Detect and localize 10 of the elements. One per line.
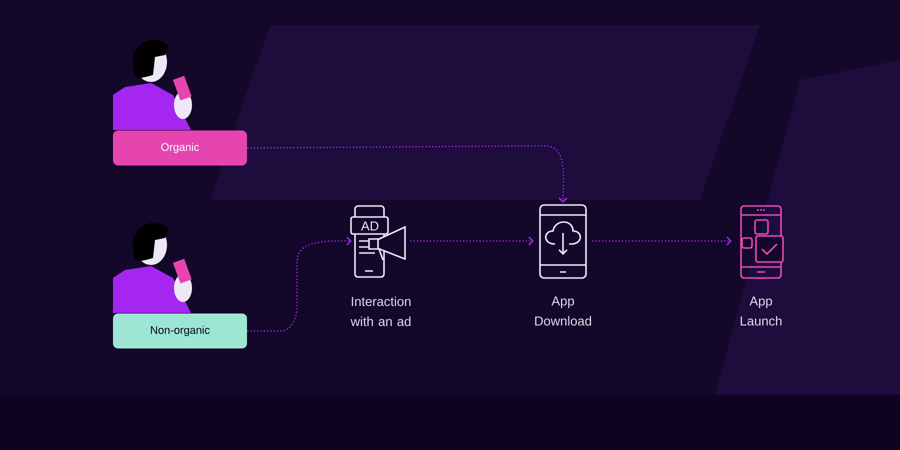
category-box: Organic xyxy=(113,130,247,166)
arrow xyxy=(592,236,732,246)
icon-caption: App Launch xyxy=(740,296,782,326)
arrow xyxy=(247,236,352,332)
icon-caption: Interaction with an ad xyxy=(350,296,410,326)
category-box: Non-organic xyxy=(113,314,247,348)
arrow xyxy=(247,145,568,203)
app-phone-icon xyxy=(740,205,784,279)
icon-caption: App Download xyxy=(535,296,592,326)
download-phone-icon xyxy=(539,204,587,279)
